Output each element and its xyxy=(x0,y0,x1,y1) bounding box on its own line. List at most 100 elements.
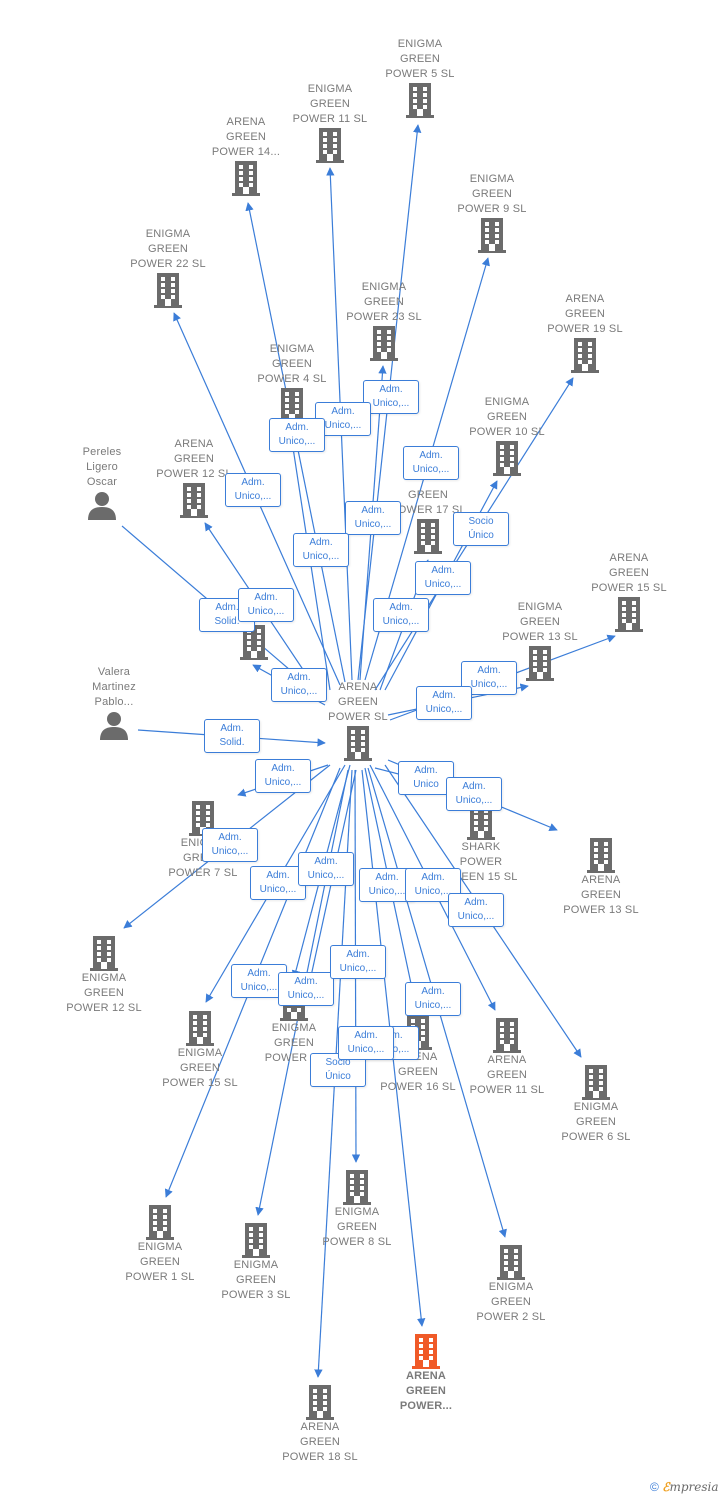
relationship-badge[interactable]: Adm. Unico,... xyxy=(255,759,311,793)
relationship-badge[interactable]: Adm. Unico,... xyxy=(202,828,258,862)
building-icon xyxy=(242,1223,270,1258)
relationship-badge[interactable]: Socio Único xyxy=(453,512,509,546)
building-icon xyxy=(497,1245,525,1280)
building-icon xyxy=(615,597,643,632)
relationship-badge[interactable]: Adm. Unico,... xyxy=(269,418,325,452)
relationship-badge[interactable]: Adm. Unico,... xyxy=(405,982,461,1016)
relationship-badge[interactable]: Adm. Unico,... xyxy=(363,380,419,414)
building-icon xyxy=(154,273,182,308)
building-icon xyxy=(493,441,521,476)
relationship-badge[interactable]: Adm. Unico,... xyxy=(225,473,281,507)
relationship-badge[interactable]: Adm. Unico,... xyxy=(238,588,294,622)
building-icon xyxy=(232,161,260,196)
building-icon xyxy=(370,326,398,361)
relationship-badge[interactable]: Adm. Solid. xyxy=(204,719,260,753)
relationship-badge[interactable]: Adm. Unico,... xyxy=(373,598,429,632)
relationship-badge[interactable]: Adm. Unico,... xyxy=(271,668,327,702)
relationship-badge[interactable]: Adm. Unico,... xyxy=(298,852,354,886)
relationship-badge[interactable]: Adm. Unico,... xyxy=(416,686,472,720)
person-icon xyxy=(100,712,128,740)
building-icon xyxy=(180,483,208,518)
relationship-badge[interactable]: Adm. Unico,... xyxy=(448,893,504,927)
building-icon xyxy=(146,1205,174,1240)
building-icon xyxy=(587,838,615,873)
relationship-badge[interactable]: Adm. Unico,... xyxy=(415,561,471,595)
building-icon xyxy=(467,805,495,840)
relationship-badge[interactable]: Adm. Unico,... xyxy=(330,945,386,979)
building-icon xyxy=(240,625,268,660)
relationship-badge[interactable]: Adm. Unico,... xyxy=(461,661,517,695)
building-icon xyxy=(406,83,434,118)
building-icon xyxy=(478,218,506,253)
relationship-badge[interactable]: Adm. Unico,... xyxy=(338,1026,394,1060)
building-icon xyxy=(306,1385,334,1420)
relationship-badge[interactable]: Adm. Unico,... xyxy=(278,972,334,1006)
building-icon xyxy=(412,1334,440,1369)
copyright-symbol: © xyxy=(650,1480,659,1494)
building-icon xyxy=(526,646,554,681)
building-icon xyxy=(316,128,344,163)
relationship-badge[interactable]: Adm. Unico,... xyxy=(293,533,349,567)
building-icon xyxy=(571,338,599,373)
building-icon xyxy=(343,1170,371,1205)
building-icon xyxy=(414,519,442,554)
building-icon xyxy=(90,936,118,971)
relationship-badge[interactable]: Adm. Unico,... xyxy=(446,777,502,811)
footer-brand[interactable]: © ℰmpresia xyxy=(650,1480,719,1494)
person-icon xyxy=(88,492,116,520)
relationship-badge[interactable]: Adm. Unico,... xyxy=(403,446,459,480)
building-icon xyxy=(582,1065,610,1100)
relationship-badge[interactable]: Adm. Unico,... xyxy=(250,866,306,900)
relationship-badge[interactable]: Adm. Unico,... xyxy=(345,501,401,535)
